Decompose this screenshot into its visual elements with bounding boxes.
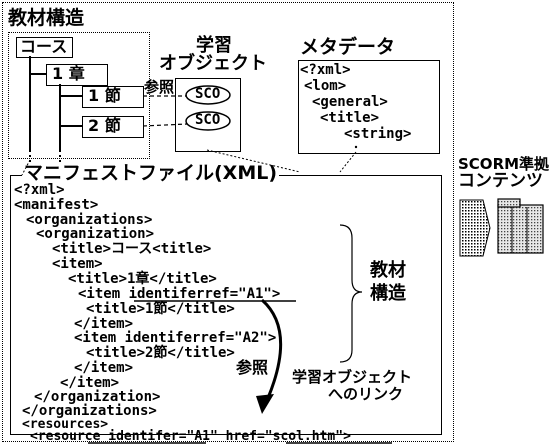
learning-object-box [175,78,241,152]
outer-frame [2,2,454,442]
metadata-line-1: <?xml> [300,62,351,78]
manifest-line-1: <?xml> [14,182,65,198]
link-label-2: へのリンク [328,385,404,403]
course-node [16,37,73,58]
section2-label: 2 節 [88,116,121,135]
manifest-line-9: <title>1節</title> [86,301,235,317]
metadata-line-5: <string> [344,126,412,142]
metadata-line-3: <general> [312,94,388,110]
metadata-box [298,60,440,154]
manifest-line-18: <resource identifer="A1" href="scol.htm"… [30,429,351,444]
metadata-line-4: <title> [320,110,380,126]
brace-icon [339,224,363,363]
course-label: コース [20,37,68,56]
brace-label-1: 教材 [370,260,406,281]
package-icon-tab [497,198,521,208]
section2-node [82,116,144,138]
chapter-label: 1 章 [52,64,85,83]
manifest-title: マニフェストファイル(XML) [22,162,280,184]
ref-arrow-head [256,394,274,414]
metadata-title: メタデータ [300,36,396,58]
ref-arrow-curve [260,298,283,399]
learning-object-line1: 学習 [196,35,232,56]
manifest-line-12: <title>2節</title> [86,345,235,361]
manifest-line-16: </organizations> [22,403,157,419]
manifest-line-3: <organizations> [26,212,153,228]
link-label-1: 学習オブジェクト [292,368,413,386]
manifest-line-4: <organization> [36,226,155,242]
sco1-label: SCO [195,86,221,102]
manifest-line-10: </item> [74,316,134,332]
sco2-label: SCO [195,112,221,128]
manifest-line-2: <manifest> [14,197,99,213]
package-icon [497,204,544,254]
metadata-line-2: <lom> [304,78,347,94]
manifest-line-15: </organization> [34,389,161,405]
sco1-ellipse [185,85,231,105]
manifest-line-13: </item> [74,360,134,376]
scorm-line1: SCORM準拠 [458,155,549,173]
brace-label-2: 構造 [370,283,406,304]
manifest-line-7: <title>1章</title> [68,271,217,287]
section1-node [82,86,144,108]
chapter-node [46,64,108,86]
scorm-line2: コンテンツ [458,171,543,191]
manifest-line-8: <item identiferref="A1"> [78,286,281,302]
ref-line-2 [142,123,188,127]
metadata-ellipsis [354,145,358,149]
sco2-ellipse [185,111,231,131]
manifest-line-14: </item> [60,375,120,391]
manifest-line-6: <item> [52,256,103,272]
scorm-arrow-icon [459,199,491,257]
section1-label: 1 節 [88,86,121,105]
manifest-line-5: <title>コース<title> [52,241,212,257]
structure-ref-label: 参照 [144,78,175,96]
connector-lo [206,149,301,173]
structure-title: 教材構造 [8,7,85,29]
structure-panel [8,32,150,159]
connector-left [21,159,31,176]
connector-meta [339,151,357,173]
manifest-ref-label: 参照 [236,358,269,377]
manifest-line-11: <item identiferref="A2"> [74,330,277,346]
manifest-line-17: <resources> [22,417,109,432]
learning-object-line2: オブジェクト [159,53,267,74]
